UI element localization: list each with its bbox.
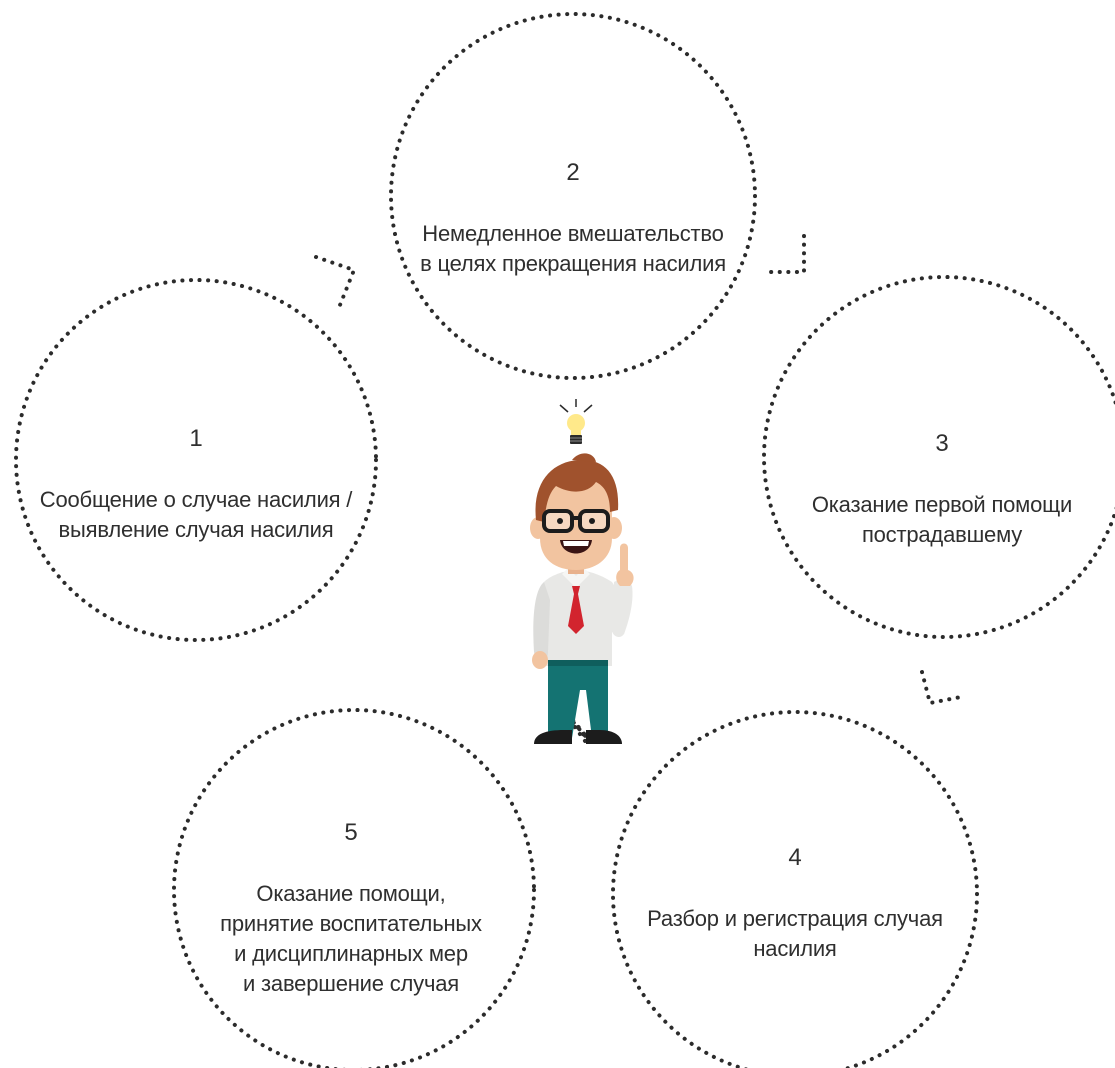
step-label-3: 3 Оказание первой помощи пострадавшему <box>762 398 1115 550</box>
step-text-4: Разбор и регистрация случая насилия <box>647 906 943 961</box>
step-number-5: 5 <box>344 819 358 846</box>
step-circle-5 <box>172 708 536 1068</box>
step-text-5: Оказание помощи, принятие воспитательных… <box>220 881 482 996</box>
arrow-1-to-2 <box>314 255 357 307</box>
step-text-1: Сообщение о случае насилия / выявление с… <box>39 487 353 542</box>
step-number-1: 1 <box>189 425 203 452</box>
step-number-4: 4 <box>788 844 802 871</box>
step-circle-1 <box>14 278 378 642</box>
arrow-3-to-4 <box>920 670 968 706</box>
step-label-1: 1 Сообщение о случае насилия / выявление… <box>16 393 376 545</box>
step-number-2: 2 <box>566 159 580 186</box>
step-label-4: 4 Разбор и регистрация случая насилия <box>615 812 975 964</box>
step-text-2: Немедленное вмешательство в целях прекра… <box>420 221 726 276</box>
step-label-2: 2 Немедленное вмешательство в целях прек… <box>393 127 753 279</box>
step-number-3: 3 <box>935 430 949 457</box>
teacher-character <box>530 453 634 744</box>
step-circle-2 <box>389 12 757 380</box>
step-circle-4 <box>611 710 979 1068</box>
step-circle-3 <box>762 275 1115 639</box>
arrow-2-to-3 <box>766 234 806 274</box>
step-label-5: 5 Оказание помощи, принятие воспитательн… <box>171 787 531 999</box>
lightbulb-icon <box>559 399 593 444</box>
step-text-3: Оказание первой помощи пострадавшему <box>811 492 1073 547</box>
